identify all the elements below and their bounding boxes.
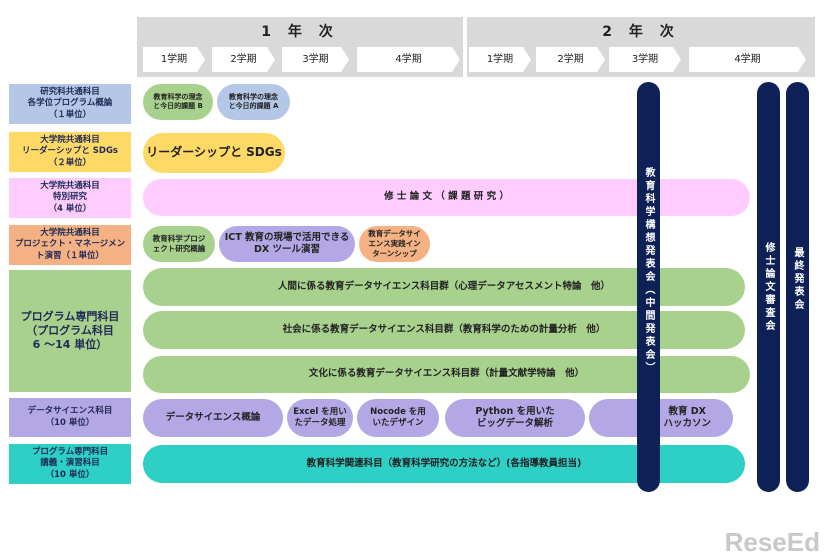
course-pill: リーダーシップと SDGs bbox=[143, 133, 285, 173]
milestone-bar: 修士論文審査会 bbox=[757, 82, 780, 492]
term: 2学期 bbox=[212, 47, 275, 72]
row-label: 研究科共通科目 各学位プログラム概論 （１単位） bbox=[9, 84, 131, 124]
course-pill: 教育科学プロジ ェクト研究概論 bbox=[143, 226, 215, 262]
course-pill: Python を用いた ビッグデータ解析 bbox=[445, 399, 585, 437]
milestone-bar: 最終発表会 bbox=[786, 82, 809, 492]
course-pill: 教育科学の理念 と今日的課題 B bbox=[143, 84, 213, 120]
term: 3学期 bbox=[282, 47, 349, 72]
course-pill: 教育科学の理念 と今日的課題 A bbox=[217, 84, 290, 120]
course-pill: Excel を用い たデータ処理 bbox=[287, 399, 353, 437]
row-label: プログラム専門科目 （プログラム科目 6 〜14 単位） bbox=[9, 270, 131, 392]
term: 4学期 bbox=[357, 47, 460, 72]
term: 1学期 bbox=[469, 47, 531, 72]
course-pill: 教育データサイ エンス実践イン ターンシップ bbox=[359, 226, 430, 262]
watermark-logo: ReseEd bbox=[724, 527, 820, 557]
course-pill: 教育 DX ハッカソン bbox=[589, 399, 733, 437]
row-label: 大学院共通科目 プロジェクト・マネージメン ト演習（１単位） bbox=[9, 225, 131, 265]
term: 3学期 bbox=[609, 47, 681, 72]
row-label: プログラム専門科目 講義・演習科目 （10 単位） bbox=[9, 444, 131, 484]
course-pill: Nocode を用 いたデザイン bbox=[357, 399, 439, 437]
term: 1学期 bbox=[143, 47, 205, 72]
row-label: データサイエンス科目 （10 単位） bbox=[9, 398, 131, 437]
row-label: 大学院共通科目 リーダーシップと SDGs （２単位） bbox=[9, 132, 131, 172]
course-pill: データサイエンス概論 bbox=[143, 399, 283, 437]
row-label: 大学院共通科目 特別研究 （4 単位） bbox=[9, 178, 131, 218]
course-pill: ICT 教育の現場で活用できる DX ツール演習 bbox=[219, 226, 355, 262]
term: 4学期 bbox=[689, 47, 806, 72]
term: 2学期 bbox=[536, 47, 605, 72]
milestone-bar: 教育科学構想発表会（中間発表会） bbox=[637, 82, 660, 492]
